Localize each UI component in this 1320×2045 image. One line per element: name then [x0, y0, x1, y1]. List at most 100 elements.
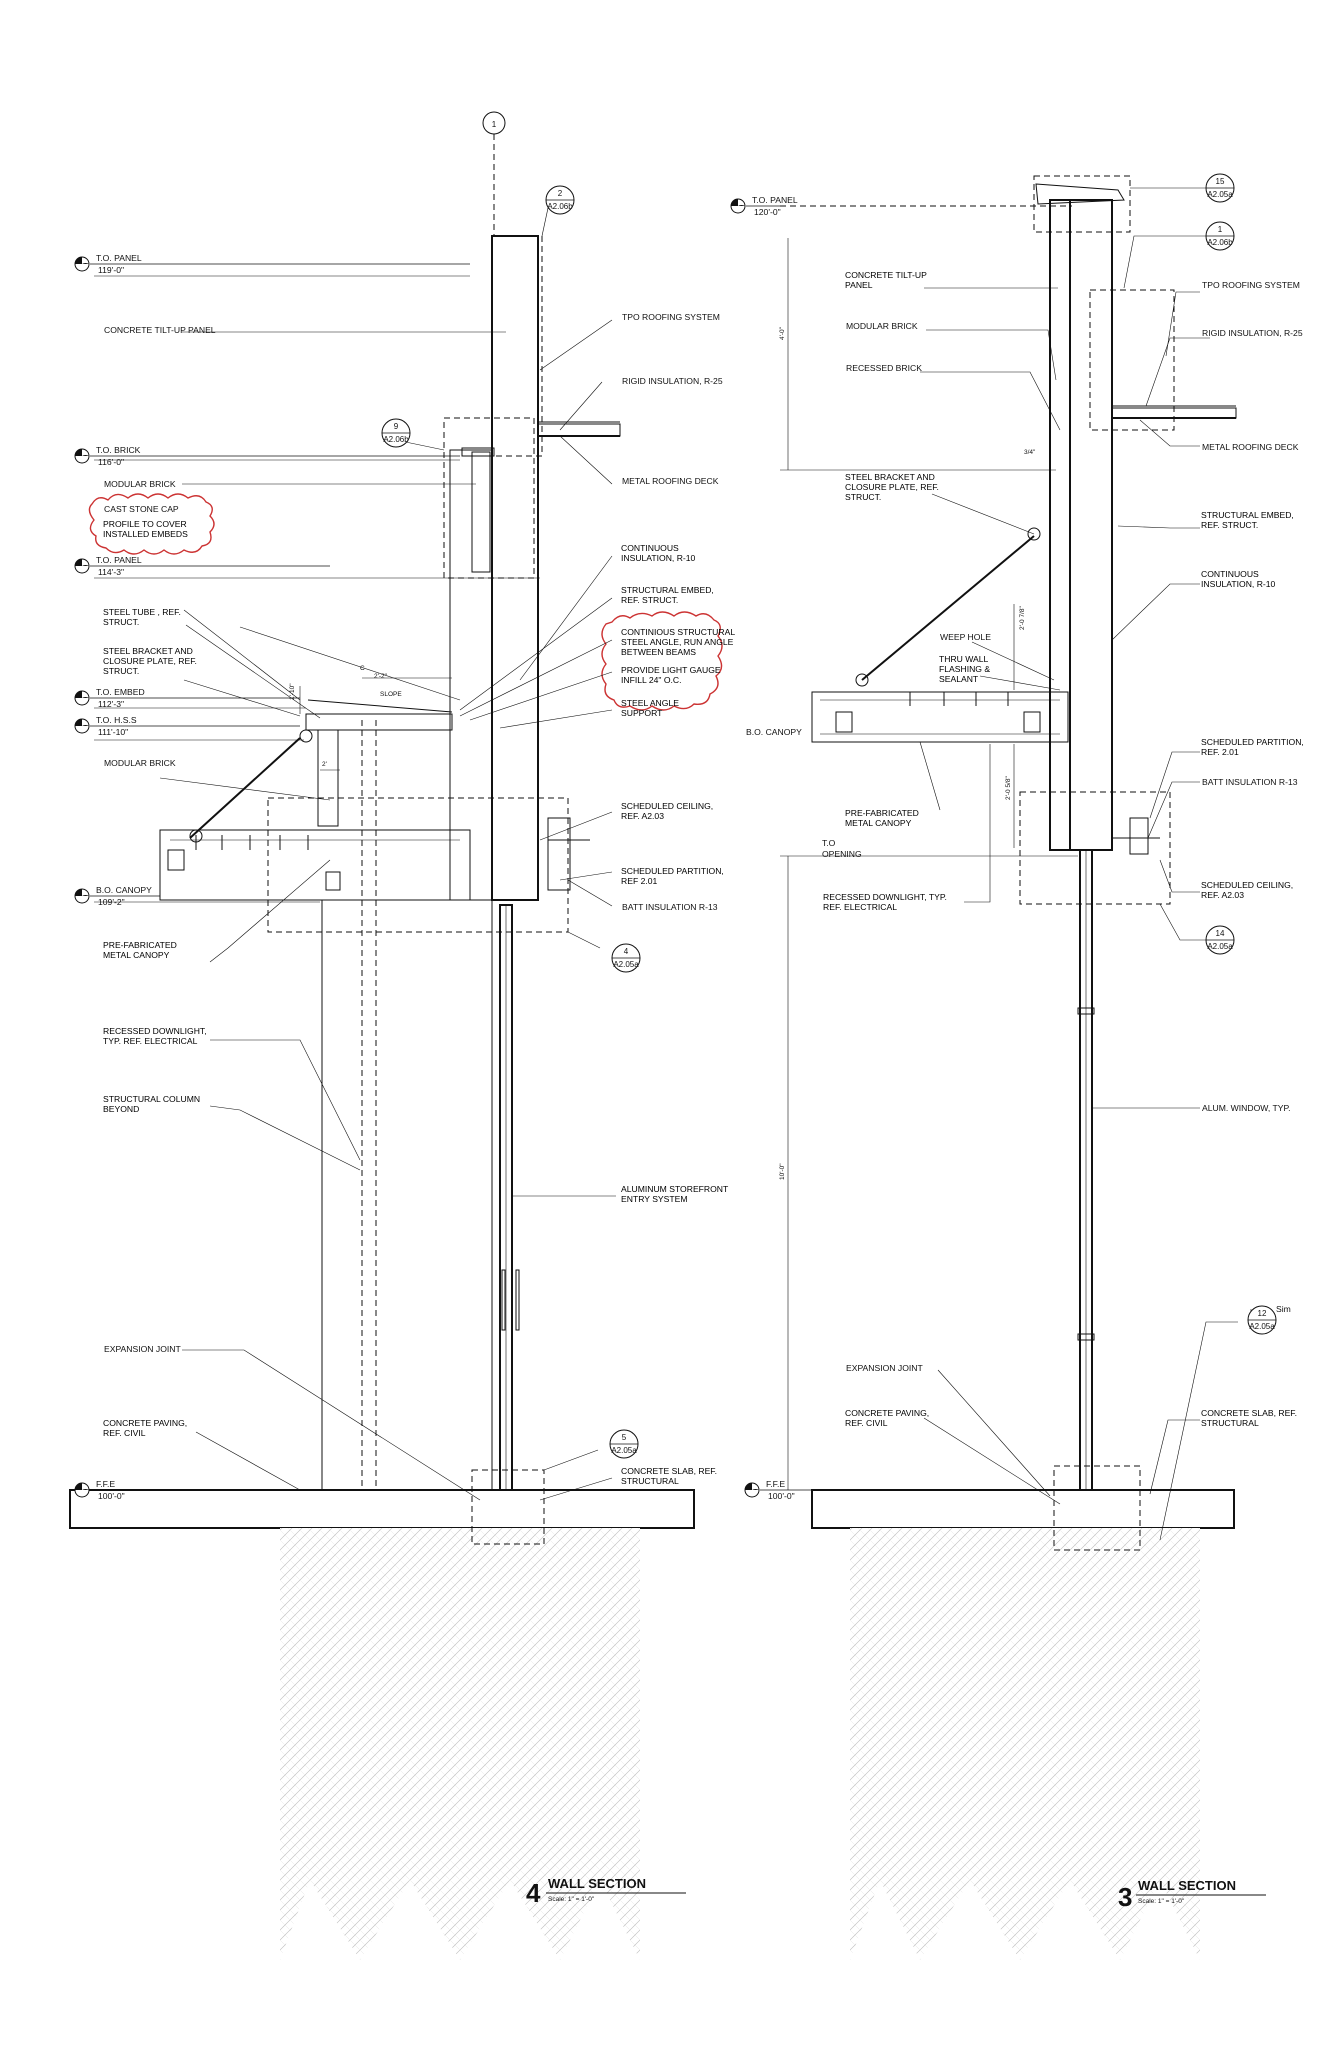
right-labels-4: TPO ROOFING SYSTEM RIGID INSULATION, R-2…: [621, 312, 735, 1486]
detail-bubble[interactable]: 4A2.05a: [611, 943, 641, 973]
elevation-name: T.O. PANEL: [96, 253, 142, 263]
right-labels-3: TPO ROOFING SYSTEM RIGID INSULATION, R-2…: [1201, 280, 1304, 1428]
elevation-name: B.O. CANOPY: [746, 727, 802, 737]
elevation-value: 119'-0": [98, 265, 124, 275]
label-recessed-brick-3: RECESSED BRICK: [846, 363, 922, 373]
label-recessed-downlight-3: RECESSED DOWNLIGHT, TYP. REF. ELECTRICAL: [823, 892, 947, 912]
label-profile-cover: PROFILE TO COVER INSTALLED EMBEDS: [103, 519, 188, 539]
elevation-marker: T.O. PANEL 120'-0": [730, 195, 798, 217]
elevation-marker: F.F.E 100'-0": [744, 1479, 812, 1501]
modular-brick-upper-4: [471, 451, 491, 573]
detail-bubble[interactable]: 2A2.06b: [545, 185, 575, 215]
detail-box-15-3: [1033, 175, 1131, 233]
label-scheduled-ceiling-3: SCHEDULED CEILING, REF. A2.03: [1201, 880, 1294, 900]
detail-box-4-4: [267, 797, 569, 933]
bubble-number: 2: [558, 189, 563, 198]
bubble-sheet: A2.05a: [613, 960, 639, 969]
label-prefab-canopy: PRE-FABRICATED METAL CANOPY: [103, 940, 177, 960]
left-labels-3: CONCRETE TILT-UP PANEL MODULAR BRICK REC…: [823, 270, 991, 1428]
label-steel-tube: STEEL TUBE , REF. STRUCT.: [103, 607, 181, 627]
label-cast-stone-cap: CAST STONE CAP: [104, 504, 179, 514]
svg-text:C: C: [360, 665, 365, 672]
elevation-value: 100'-0": [768, 1491, 795, 1501]
canopy-cap-4: [305, 713, 453, 731]
label-rigid-insulation-3: RIGID INSULATION, R-25: [1202, 328, 1303, 338]
detail-box-2-4: [491, 235, 543, 457]
section-3: 4'-0" 3/4" 2'-0 7/8" 2'-0 5/8" 10'-0": [730, 173, 1304, 1960]
svg-text:1'-10": 1'-10": [289, 683, 296, 700]
door-pull-4: [501, 1269, 506, 1331]
label-concrete-paving-3: CONCRETE PAVING, REF. CIVIL: [845, 1408, 930, 1428]
batt-insulation-4: [547, 817, 571, 891]
elevation-marker: T.O. PANEL 119'-0": [74, 253, 470, 275]
bubble-number: 5: [622, 1433, 627, 1442]
bubble-sheet: A2.05a: [1207, 190, 1233, 199]
label-steel-angle-support: STEEL ANGLE SUPPORT: [621, 698, 679, 718]
rigid-insulation-4: [537, 423, 621, 437]
section-number-4: 4: [526, 1878, 541, 1908]
detail-bubble[interactable]: 1A2.06b: [1205, 221, 1235, 251]
revision-cloud-2: [601, 611, 723, 711]
label-tilt-up-panel-3: CONCRETE TILT-UP PANEL: [845, 270, 927, 290]
label-sim: Sim: [1276, 1304, 1291, 1314]
elevation-value: 120'-0": [754, 207, 781, 217]
label-scheduled-partition-3: SCHEDULED PARTITION, REF. 2.01: [1201, 737, 1304, 757]
bubble-number: 9: [394, 422, 399, 431]
detail-box-14-3: [1019, 791, 1171, 905]
label-continuous-insulation: CONTINUOUS INSULATION, R-10: [621, 543, 696, 563]
elevation-name: B.O. CANOPY: [96, 885, 152, 895]
modular-brick-lower-4: [317, 729, 339, 827]
detail-bubble[interactable]: 9A2.06b: [381, 418, 411, 448]
label-expansion-joint: EXPANSION JOINT: [104, 1344, 181, 1354]
modular-brick-3: [1049, 199, 1071, 851]
label-thru-wall-flashing: THRU WALL FLASHING & SEALANT: [939, 654, 991, 684]
brick-pier-4: [321, 899, 493, 1491]
tilt-up-panel-3: [1069, 199, 1113, 851]
label-expansion-joint-3: EXPANSION JOINT: [846, 1363, 923, 1373]
detail-box-1-3: [1089, 289, 1175, 431]
label-scheduled-partition: SCHEDULED PARTITION, REF 2.01: [621, 866, 724, 886]
label-tpo-roofing: TPO ROOFING SYSTEM: [622, 312, 720, 322]
metal-canopy-3: [811, 691, 1069, 743]
bubble-sheet: A2.05a: [1249, 1322, 1275, 1331]
bubble-number: 1: [1218, 225, 1223, 234]
label-concrete-slab: CONCRETE SLAB, REF. STRUCTURAL: [621, 1466, 717, 1486]
section-number-3: 3: [1118, 1882, 1132, 1912]
concrete-slab-4: [69, 1489, 695, 1529]
tilt-up-panel-4: [491, 235, 539, 901]
grid-bubble-label: 1: [492, 120, 497, 129]
elevation-name: F.F.E: [766, 1479, 785, 1489]
elevation-name: T.O. PANEL: [752, 195, 798, 205]
bubble-number: 12: [1258, 1309, 1267, 1318]
bubble-sheet: A2.06b: [547, 202, 573, 211]
canopy-tie-rod-4: [189, 737, 301, 839]
label-metal-roofing-deck: METAL ROOFING DECK: [622, 476, 719, 486]
bubble-number: 14: [1216, 929, 1225, 938]
elevation-name: T.O. BRICK: [96, 445, 141, 455]
label-structural-column: STRUCTURAL COLUMN BEYOND: [103, 1094, 201, 1114]
elevation-value: 111'-10": [98, 727, 128, 737]
label-modular-brick-2: MODULAR BRICK: [104, 758, 176, 768]
label-continuous-insulation-3: CONTINUOUS INSULATION, R-10: [1201, 569, 1276, 589]
svg-text:2'-0 7/8": 2'-0 7/8": [1019, 606, 1026, 630]
label-concrete-slab-3: CONCRETE SLAB, REF. STRUCTURAL: [1201, 1408, 1297, 1428]
earth-3: [850, 1528, 1200, 1960]
section-scale-4: Scale: 1" = 1'-0": [548, 1896, 595, 1903]
cast-stone-cap-4: [461, 447, 495, 457]
svg-text:3/4": 3/4": [1024, 449, 1036, 456]
detail-bubble[interactable]: 5A2.05a: [609, 1429, 639, 1459]
label-weep-hole: WEEP HOLE: [940, 632, 991, 642]
elevation-value: 114'-3": [98, 567, 124, 577]
label-concrete-paving: CONCRETE PAVING, REF. CIVIL: [103, 1418, 188, 1438]
section-title-4: WALL SECTION: [548, 1876, 646, 1891]
concrete-slab-3: [811, 1489, 1235, 1529]
